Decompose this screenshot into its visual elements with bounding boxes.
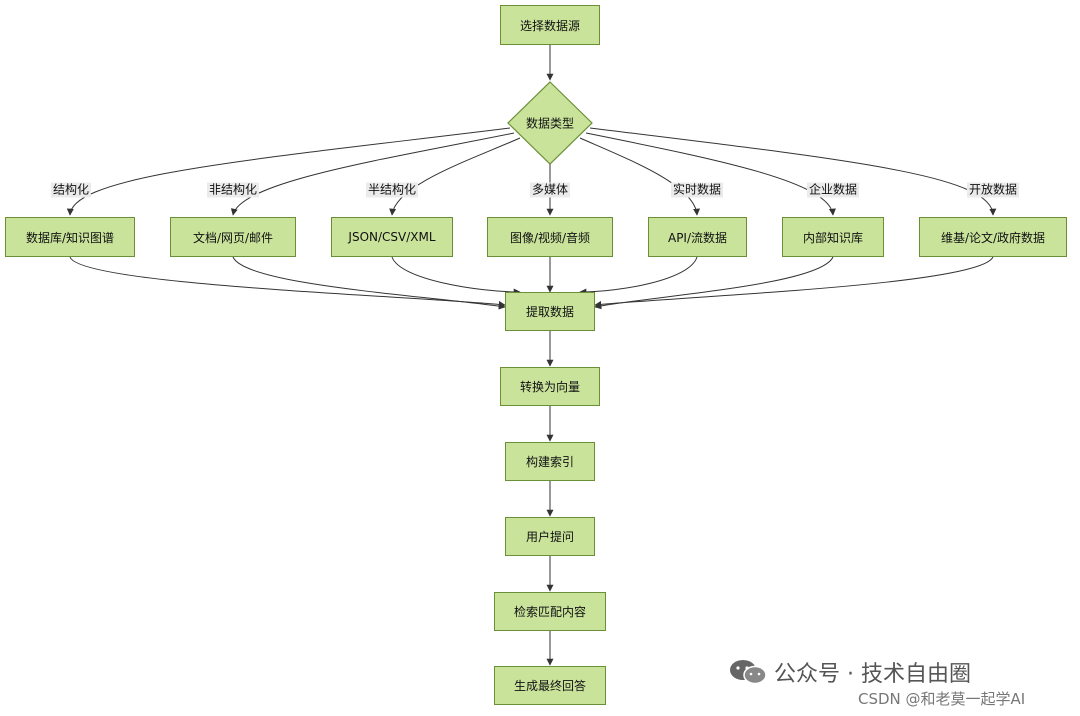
edge-type-to-open: [589, 127, 997, 216]
node-retrieve: 检索匹配内容: [494, 592, 606, 631]
edge-label-semi-structured: 半结构化: [365, 182, 419, 198]
watermark-main: 公众号 · 技术自由圈: [728, 656, 971, 688]
edge-label-unstructured: 非结构化: [206, 182, 260, 198]
edge-realtime-to-extract: [579, 256, 698, 296]
node-data-type-label: 数据类型: [525, 116, 575, 131]
node-semi-structured: JSON/CSV/XML: [331, 217, 453, 257]
node-index: 构建索引: [505, 442, 595, 481]
node-select-source: 选择数据源: [500, 5, 600, 45]
node-extract: 提取数据: [505, 292, 595, 331]
node-query: 用户提问: [505, 517, 595, 556]
edge-type-to-semi: [389, 137, 521, 216]
edge-type-to-unstructured: [230, 132, 515, 216]
node-realtime: API/流数据: [648, 217, 747, 257]
watermark-main-text: 公众号 · 技术自由圈: [774, 662, 971, 687]
edge-type-to-enterprise: [585, 132, 836, 216]
node-enterprise: 内部知识库: [782, 217, 884, 257]
edge-label-multimedia: 多媒体: [529, 182, 571, 198]
edge-unstructured-to-extract: [232, 256, 506, 310]
edge-open-to-extract: [594, 256, 994, 308]
edge-label-structured: 结构化: [50, 182, 92, 198]
edge-label-open-data: 开放数据: [966, 182, 1020, 198]
edge-structured-to-extract: [69, 256, 506, 308]
edge-type-to-structured: [66, 127, 511, 216]
edge-type-to-realtime: [579, 137, 701, 216]
node-structured: 数据库/知识图谱: [5, 217, 135, 257]
node-multimedia: 图像/视频/音频: [487, 217, 613, 257]
node-answer: 生成最终回答: [494, 666, 606, 705]
edge-enterprise-to-extract: [594, 256, 834, 310]
edge-semi-to-extract: [391, 256, 521, 296]
node-unstructured: 文档/网页/邮件: [170, 217, 296, 257]
wechat-icon: [730, 660, 767, 685]
node-open-data: 维基/论文/政府数据: [919, 217, 1067, 257]
watermark-sub: CSDN @和老莫一起学AI: [858, 690, 1026, 708]
edge-label-realtime: 实时数据: [670, 182, 724, 198]
node-vectorize: 转换为向量: [500, 367, 600, 406]
edge-label-enterprise: 企业数据: [806, 182, 860, 198]
